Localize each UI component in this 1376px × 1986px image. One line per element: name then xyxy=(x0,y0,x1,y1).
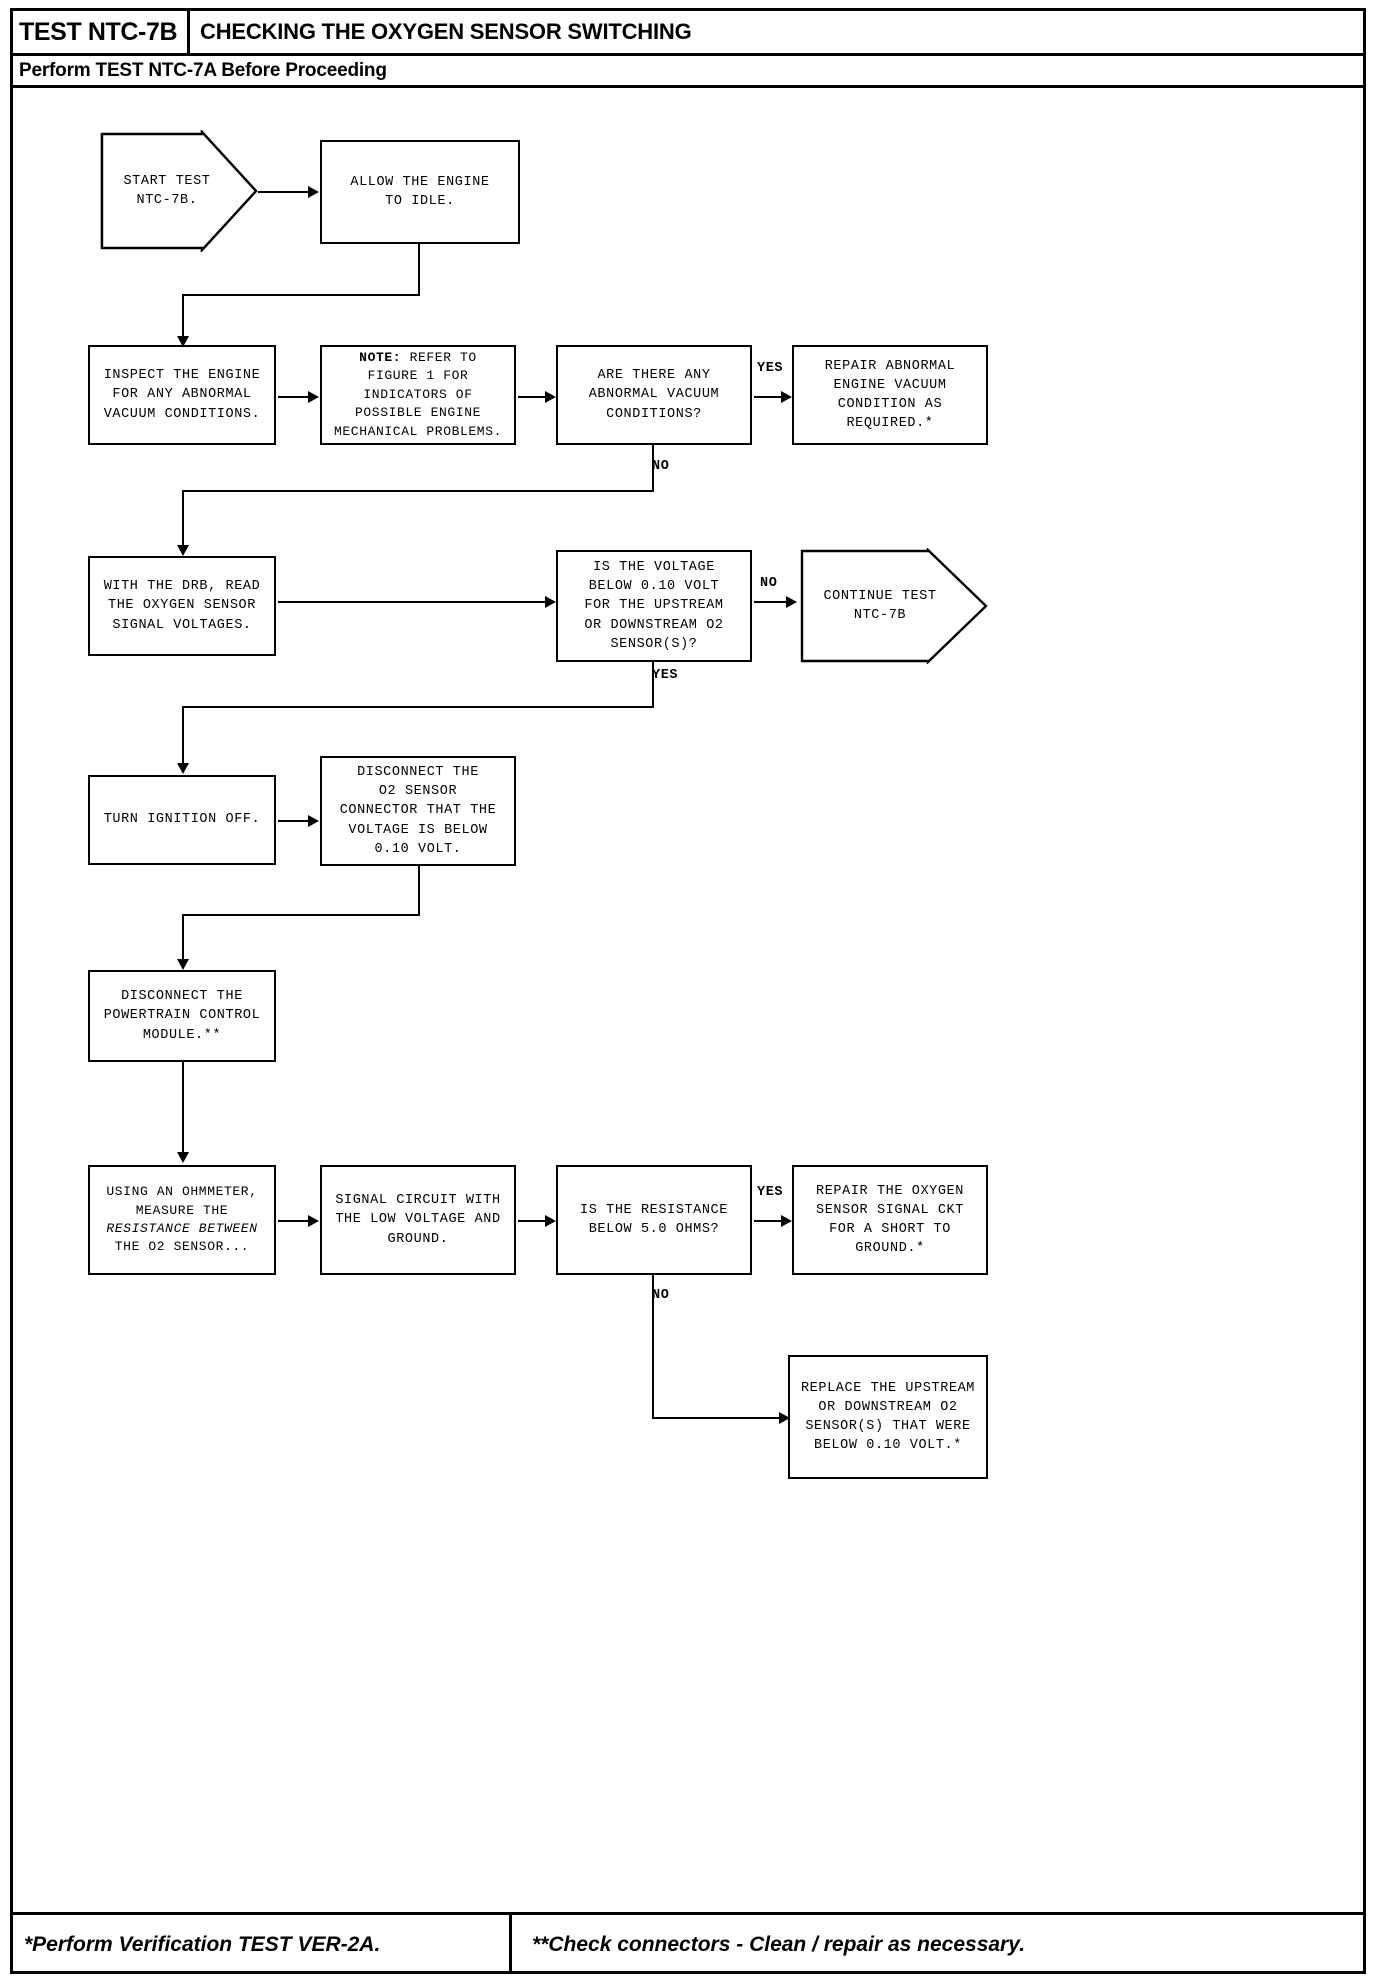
edge-resistance-yes-arrow xyxy=(781,1215,792,1227)
node-start-test: START TEST NTC-7B. xyxy=(100,130,260,252)
node-turn-ignition-off-label: TURN IGNITION OFF. xyxy=(103,812,261,828)
node-replace-sensors: REPLACE THE UPSTREAM OR DOWNSTREAM O2 SE… xyxy=(788,1355,988,1479)
ohm-text-post: THE O2 SENSOR... xyxy=(114,1239,250,1255)
edge-question-yes-arrow xyxy=(781,391,792,403)
edge-note-to-question-arrow xyxy=(545,391,556,403)
edge-drb-to-voltage-q xyxy=(278,601,548,603)
edge-disco2-left xyxy=(182,914,420,916)
node-q-resistance: IS THE RESISTANCE BELOW 5.0 OHMS? xyxy=(556,1165,752,1275)
edge-voltage-yes-down xyxy=(652,662,654,708)
node-replace-sensors-label: REPLACE THE UPSTREAM OR DOWNSTREAM O2 SE… xyxy=(800,1380,976,1454)
edge-label-yes-resistance: YES xyxy=(757,1185,784,1200)
node-continue-test-label: CONTINUE TEST NTC-7B xyxy=(823,588,937,623)
edge-question-yes xyxy=(754,396,784,398)
edge-ohm-to-signal-arrow xyxy=(308,1215,319,1227)
node-q-abnormal-vacuum: ARE THERE ANY ABNORMAL VACUUM CONDITIONS… xyxy=(556,345,752,445)
edge-signal-to-q xyxy=(518,1220,548,1222)
edge-start-to-idle-arrow xyxy=(308,186,319,198)
edge-note-to-question xyxy=(518,396,548,398)
edge-vacuum-no-down xyxy=(652,445,654,492)
edge-label-no-voltage: NO xyxy=(760,576,778,591)
edge-idle-down xyxy=(418,244,420,296)
edge-vacuum-no-to-drb xyxy=(182,490,184,550)
edge-label-no-vacuum: NO xyxy=(652,459,670,474)
node-signal-circuit-label: SIGNAL CIRCUIT WITH THE LOW VOLTAGE AND … xyxy=(335,1193,501,1247)
node-turn-ignition-off: TURN IGNITION OFF. xyxy=(88,775,276,865)
edge-label-yes-voltage: YES xyxy=(652,668,679,683)
header-subtitle: Perform TEST NTC-7A Before Proceeding xyxy=(10,56,1366,88)
edge-ign-to-disc-o2-arrow xyxy=(308,815,319,827)
edge-disco2-down xyxy=(418,866,420,916)
node-allow-idle-label: ALLOW THE ENGINE TO IDLE. xyxy=(350,174,490,209)
test-id-badge: TEST NTC-7B xyxy=(10,8,190,56)
node-repair-vacuum-label: REPAIR ABNORMAL ENGINE VACUUM CONDITION … xyxy=(824,358,956,432)
node-repair-vacuum: REPAIR ABNORMAL ENGINE VACUUM CONDITION … xyxy=(792,345,988,445)
footer-note-left: *Perform Verification TEST VER-2A. xyxy=(10,1915,512,1974)
node-use-ohmmeter-label: USING AN OHMMETER, MEASURE THE RESISTANC… xyxy=(106,1183,257,1257)
edge-voltage-yes-arrow xyxy=(177,763,189,774)
node-q-abnormal-vacuum-label: ARE THERE ANY ABNORMAL VACUUM CONDITIONS… xyxy=(588,368,720,422)
edge-inspect-to-note xyxy=(278,396,310,398)
footer-note-right: **Check connectors - Clean / repair as n… xyxy=(532,1932,1025,1956)
edge-voltage-no xyxy=(754,601,788,603)
edge-signal-to-q-arrow xyxy=(545,1215,556,1227)
edge-idle-to-inspect xyxy=(182,294,184,342)
node-signal-circuit: SIGNAL CIRCUIT WITH THE LOW VOLTAGE AND … xyxy=(320,1165,516,1275)
edge-drb-to-voltage-q-arrow xyxy=(545,596,556,608)
edge-start-to-idle xyxy=(258,191,310,193)
node-disconnect-o2-connector: DISCONNECT THE O2 SENSOR CONNECTOR THAT … xyxy=(320,756,516,866)
edge-resistance-no-down xyxy=(652,1275,654,1418)
node-allow-idle: ALLOW THE ENGINE TO IDLE. xyxy=(320,140,520,244)
node-drb-read-voltages-label: WITH THE DRB, READ THE OXYGEN SENSOR SIG… xyxy=(103,579,261,633)
header-bar: TEST NTC-7B CHECKING THE OXYGEN SENSOR S… xyxy=(10,8,1366,56)
edge-resistance-no-right xyxy=(652,1417,782,1419)
edge-inspect-to-note-arrow xyxy=(308,391,319,403)
node-q-voltage-below: IS THE VOLTAGE BELOW 0.10 VOLT FOR THE U… xyxy=(556,550,752,662)
ohm-text-pre: USING AN OHMMETER, MEASURE THE xyxy=(106,1184,258,1218)
edge-disco2-to-pcm xyxy=(182,914,184,964)
edge-label-yes-vacuum: YES xyxy=(757,361,784,376)
page-title: CHECKING THE OXYGEN SENSOR SWITCHING xyxy=(200,19,692,44)
node-disconnect-pcm: DISCONNECT THE POWERTRAIN CONTROL MODULE… xyxy=(88,970,276,1062)
node-inspect-engine-label: INSPECT THE ENGINE FOR ANY ABNORMAL VACU… xyxy=(103,368,261,422)
edge-label-no-resistance: NO xyxy=(652,1288,670,1303)
ohm-text-italic: RESISTANCE BETWEEN xyxy=(106,1221,258,1236)
node-start-test-label: START TEST NTC-7B. xyxy=(123,173,211,208)
node-note-figure1-label: NOTE: REFER TO FIGURE 1 FOR INDICATORS O… xyxy=(334,349,502,441)
edge-resistance-no-arrow xyxy=(779,1412,790,1424)
note-keyword: NOTE: xyxy=(359,349,402,365)
node-inspect-engine: INSPECT THE ENGINE FOR ANY ABNORMAL VACU… xyxy=(88,345,276,445)
node-q-resistance-label: IS THE RESISTANCE BELOW 5.0 OHMS? xyxy=(580,1202,728,1237)
node-use-ohmmeter: USING AN OHMMETER, MEASURE THE RESISTANC… xyxy=(88,1165,276,1275)
page-border xyxy=(10,8,1366,1974)
node-continue-test: CONTINUE TEST NTC-7B xyxy=(800,548,990,664)
node-repair-short-to-ground-label: REPAIR THE OXYGEN SENSOR SIGNAL CKT FOR … xyxy=(816,1183,964,1257)
node-q-voltage-below-label: IS THE VOLTAGE BELOW 0.10 VOLT FOR THE U… xyxy=(584,560,724,652)
node-note-figure1: NOTE: REFER TO FIGURE 1 FOR INDICATORS O… xyxy=(320,345,516,445)
edge-disco2-to-pcm-arrow xyxy=(177,959,189,970)
node-disconnect-pcm-label: DISCONNECT THE POWERTRAIN CONTROL MODULE… xyxy=(103,989,261,1043)
edge-ohm-to-signal xyxy=(278,1220,310,1222)
edge-ign-to-disc-o2 xyxy=(278,820,310,822)
note-body: REFER TO FIGURE 1 FOR INDICATORS OF POSS… xyxy=(333,349,503,439)
node-disconnect-o2-connector-label: DISCONNECT THE O2 SENSOR CONNECTOR THAT … xyxy=(339,765,497,857)
node-repair-short-to-ground: REPAIR THE OXYGEN SENSOR SIGNAL CKT FOR … xyxy=(792,1165,988,1275)
edge-resistance-yes xyxy=(754,1220,784,1222)
edge-pcm-to-ohm-arrow xyxy=(177,1152,189,1163)
node-drb-read-voltages: WITH THE DRB, READ THE OXYGEN SENSOR SIG… xyxy=(88,556,276,656)
edge-idle-left xyxy=(182,294,420,296)
edge-voltage-yes-to-ign xyxy=(182,706,184,768)
edge-idle-to-inspect-arrow xyxy=(177,336,189,347)
edge-vacuum-no-left xyxy=(182,490,654,492)
edge-pcm-to-ohm xyxy=(182,1062,184,1156)
edge-voltage-yes-left xyxy=(182,706,654,708)
edge-vacuum-no-arrow xyxy=(177,545,189,556)
footer-bar: *Perform Verification TEST VER-2A. **Che… xyxy=(10,1912,1366,1974)
edge-voltage-no-arrow xyxy=(786,596,797,608)
